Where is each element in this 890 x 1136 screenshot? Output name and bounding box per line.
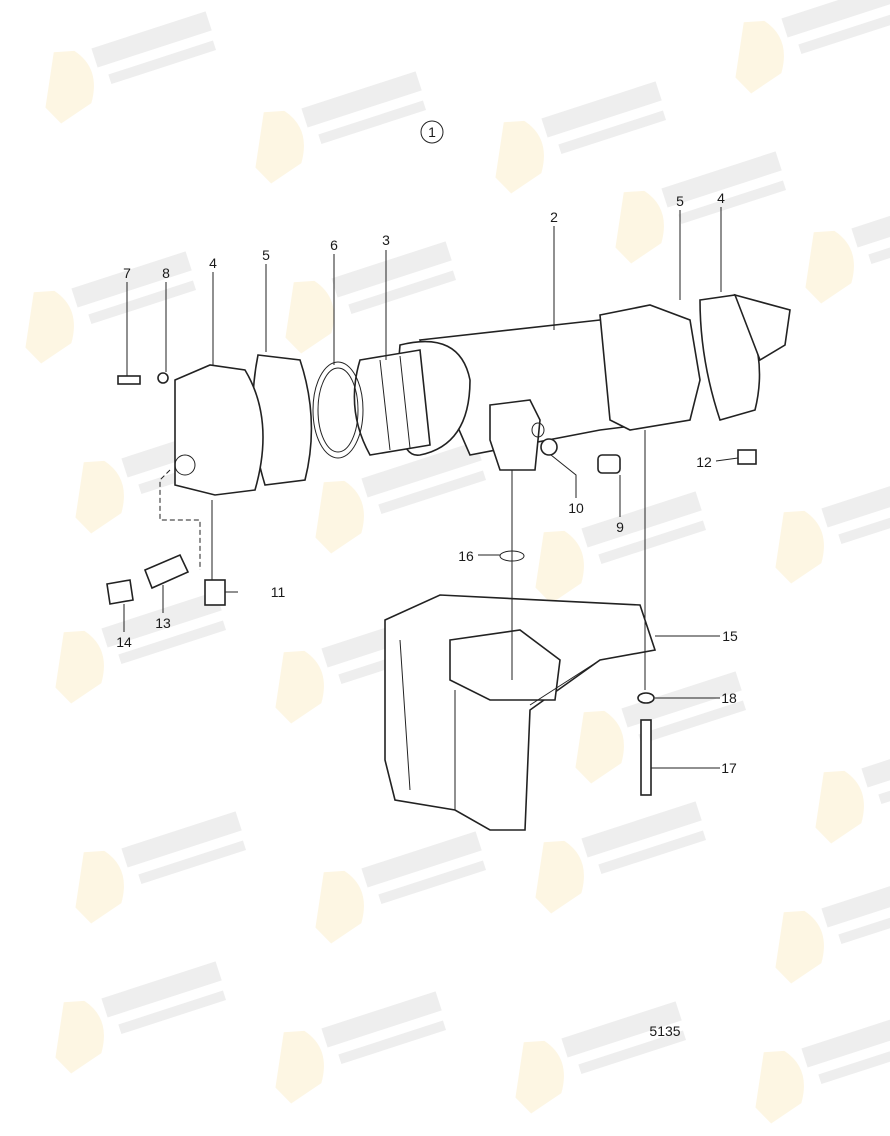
callout-15: 15 [722,628,738,644]
callout-6: 6 [330,237,338,253]
adapter-13 [143,553,190,590]
callout-11: 11 [271,584,286,600]
watermark-logo [75,811,247,924]
callout-16: 16 [458,548,474,564]
callout-9: 9 [616,519,624,535]
callout-18: 18 [721,690,737,706]
washer-8 [157,372,169,384]
watermark-logo [285,241,457,354]
watermark-logo [535,801,707,914]
callout-10: 10 [568,500,584,516]
callout-2: 2 [550,209,558,225]
callout-7: 7 [123,265,131,281]
plug-12 [737,449,757,465]
watermark-logo [25,251,197,364]
watermark-logo [815,731,890,844]
callout-8: 8 [162,265,170,281]
callout-14: 14 [116,634,132,650]
watermark-logo [805,191,890,304]
watermark-logo [45,11,217,124]
plug-9 [597,454,621,474]
watermark-logo [515,1001,687,1114]
group-number: 1 [428,124,436,140]
washer-10 [540,438,558,456]
bolt-17 [640,719,652,796]
callout-13: 13 [155,615,171,631]
watermark-logo [315,441,487,554]
o-ring [312,361,364,459]
end-cover-left [174,364,264,496]
nipple-14 [106,579,134,605]
watermark-layer [25,0,890,1124]
filter-insert [353,349,431,456]
drawing-number: 5135 [649,1023,680,1039]
callout-4-right: 4 [717,190,725,206]
sensor-11 [204,579,226,606]
watermark-logo [315,831,487,944]
watermark-logo [275,991,447,1104]
leader-lines [123,207,739,769]
watermark-logo [575,671,747,784]
callout-labels: 7 8 4 5 6 3 2 5 4 12 10 9 16 11 13 14 15… [116,190,738,776]
callout-5-right: 5 [676,193,684,209]
watermark-logo [735,0,890,94]
watermark-logo [55,961,227,1074]
group-number-circle [420,120,444,144]
watermark-logo [775,871,890,984]
callout-12: 12 [696,454,712,470]
bracket-15 [384,594,657,831]
watermark-logo [495,81,667,194]
watermark-logo [535,491,707,604]
screw-7 [117,375,141,385]
watermark-logo [755,1011,890,1124]
watermark-logo [55,591,227,704]
watermark-logo [775,471,890,584]
washer-18 [637,692,655,704]
callout-17: 17 [721,760,737,776]
callout-4: 4 [209,255,217,271]
watermark-logo [615,151,787,264]
callout-5: 5 [262,247,270,263]
callout-3: 3 [382,232,390,248]
watermark-logo [255,71,427,184]
